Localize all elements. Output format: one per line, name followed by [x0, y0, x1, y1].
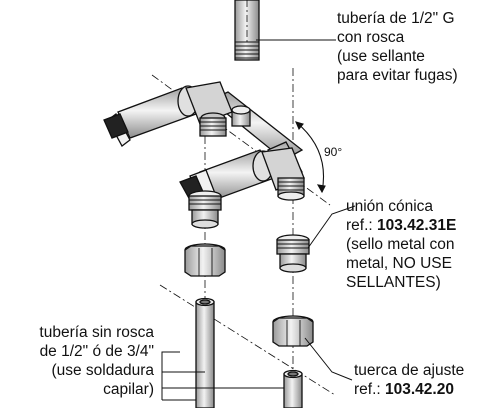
hex-nut-left [184, 243, 226, 277]
threaded-pipe-line1: tubería de 1/2" G [337, 10, 455, 27]
threaded-pipe-line2: con rosca [337, 29, 405, 46]
leader-lines [161, 39, 356, 401]
label-conical-union: unión cónica ref.: 103.42.31E (sello met… [346, 197, 456, 292]
conical-union-line4: metal, NO USE [346, 255, 452, 272]
unthreaded-pipe-left [195, 297, 215, 408]
unthreaded-pipe-line4: capilar) [103, 381, 154, 398]
unthreaded-pipe-right [283, 369, 303, 408]
label-unthreaded-pipe: tubería sin rosca de 1/2" ó de 3/4" (use… [39, 323, 154, 399]
upper-valve-body [103, 81, 304, 161]
hex-nut-right [272, 315, 314, 347]
threaded-pipe-top [234, 0, 260, 61]
nut-line1: tuerca de ajuste [354, 362, 465, 379]
conical-union-line5: SELLANTES) [346, 274, 441, 291]
conical-union-ref: 103.42.31E [377, 217, 457, 234]
threaded-pipe-line4: para evitar fugas) [337, 67, 458, 84]
label-threaded-pipe: tubería de 1/2" G con rosca (use sellant… [337, 9, 458, 85]
nut-ref-line: ref.: 103.42.20 [354, 380, 464, 399]
conical-union-line3: (sello metal con [346, 236, 455, 253]
unthreaded-pipe-line1: tubería sin rosca [39, 324, 154, 341]
conical-union-right [276, 234, 310, 273]
nut-ref: 103.42.20 [385, 381, 454, 398]
unthreaded-pipe-line2: de 1/2" ó de 3/4" [39, 343, 154, 360]
nut-ref-prefix: ref.: [354, 381, 386, 398]
conical-union-ref-line: ref.: 103.42.31E [346, 216, 456, 235]
threaded-pipe-line3: (use sellante [337, 48, 425, 65]
conical-union-ref-prefix: ref.: [346, 217, 378, 234]
angle-label: 90° [324, 145, 343, 159]
label-nut: tuerca de ajuste ref.: 103.42.20 [354, 361, 464, 399]
angle-indicator [295, 121, 326, 194]
unthreaded-pipe-line3: (use soldadura [51, 362, 154, 379]
conical-union-line1: unión cónica [346, 198, 434, 215]
conical-union-left [188, 190, 222, 229]
